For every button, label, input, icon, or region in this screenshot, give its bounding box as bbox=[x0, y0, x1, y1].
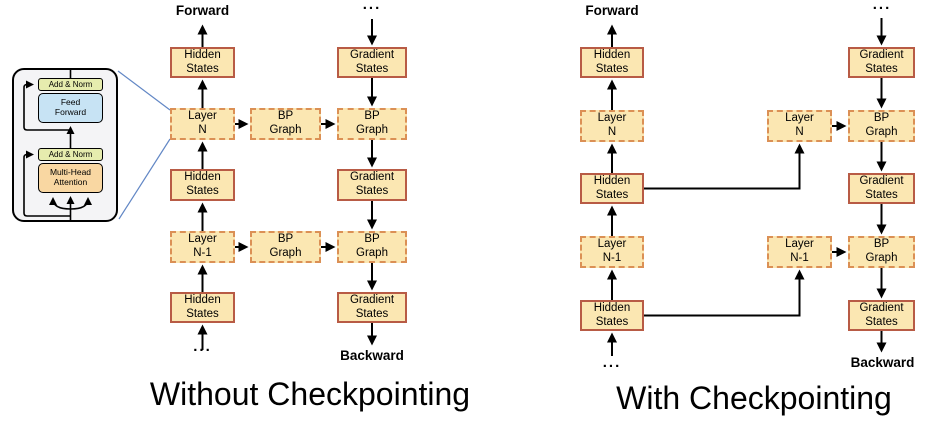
feed-forward-box: Feed Forward bbox=[38, 93, 103, 123]
attention-branch-left-arrow bbox=[49, 197, 71, 210]
hidden-states-box: Hidden States bbox=[170, 292, 235, 323]
forward-label: Forward bbox=[585, 3, 639, 18]
gradient-states-box: Gradient States bbox=[848, 300, 915, 331]
inset-wiring bbox=[23, 68, 92, 222]
bp-graph-box: BP Graph bbox=[250, 231, 321, 263]
hidden-states-box: Hidden States bbox=[580, 47, 644, 78]
forward-label: Forward bbox=[175, 3, 230, 18]
gradient-states-box: Gradient States bbox=[337, 292, 407, 323]
bp-graph-box: BP Graph bbox=[848, 110, 915, 142]
layer-n-box: Layer N bbox=[580, 110, 644, 142]
gradient-states-box: Gradient States bbox=[848, 173, 915, 204]
gradient-states-box: Gradient States bbox=[337, 169, 407, 201]
gradient-states-box: Gradient States bbox=[848, 47, 915, 78]
with-checkpoint-elbows bbox=[644, 143, 805, 317]
ellipsis-top: ... bbox=[872, 0, 892, 13]
add-norm-bottom-box: Add & Norm bbox=[38, 148, 103, 161]
bp-graph-box: BP Graph bbox=[250, 108, 321, 140]
residual-upper-arrow bbox=[23, 80, 71, 131]
ellipsis-bottom: ... bbox=[193, 338, 212, 355]
attention-branch-right-arrow bbox=[70, 197, 92, 210]
bp-graph-box: BP Graph bbox=[337, 108, 407, 140]
multi-head-attention-box: Multi-Head Attention bbox=[38, 163, 103, 193]
residual-lower-arrow bbox=[23, 150, 71, 217]
bp-graph-box: BP Graph bbox=[848, 236, 915, 268]
gradient-states-box: Gradient States bbox=[337, 47, 407, 78]
backward-label: Backward bbox=[850, 355, 915, 370]
without-checkpointing-caption: Without Checkpointing bbox=[149, 376, 471, 412]
recomputed-layer-n-box: Layer N bbox=[767, 110, 832, 142]
ellipsis-top: ... bbox=[362, 0, 382, 13]
bp-graph-box: BP Graph bbox=[337, 231, 407, 263]
with-checkpointing-caption: With Checkpointing bbox=[616, 380, 892, 416]
inset-zoom-lines bbox=[117, 70, 171, 220]
with-horizontal-arrows bbox=[832, 121, 847, 257]
layer-n-1-box: Layer N-1 bbox=[580, 236, 644, 268]
backward-label: Backward bbox=[340, 348, 404, 363]
add-norm-top-box: Add & Norm bbox=[38, 78, 103, 91]
hidden-states-box: Hidden States bbox=[170, 169, 235, 201]
hidden-states-box: Hidden States bbox=[580, 173, 644, 204]
hidden-states-box: Hidden States bbox=[170, 47, 235, 78]
recomputed-layer-n-1-box: Layer N-1 bbox=[767, 236, 832, 268]
layer-n-1-box: Layer N-1 bbox=[170, 231, 235, 263]
without-horizontal-arrows bbox=[235, 119, 336, 252]
hidden-states-box: Hidden States bbox=[580, 300, 644, 331]
layer-n-box: Layer N bbox=[170, 108, 235, 140]
ellipsis-bottom: ... bbox=[602, 354, 622, 371]
